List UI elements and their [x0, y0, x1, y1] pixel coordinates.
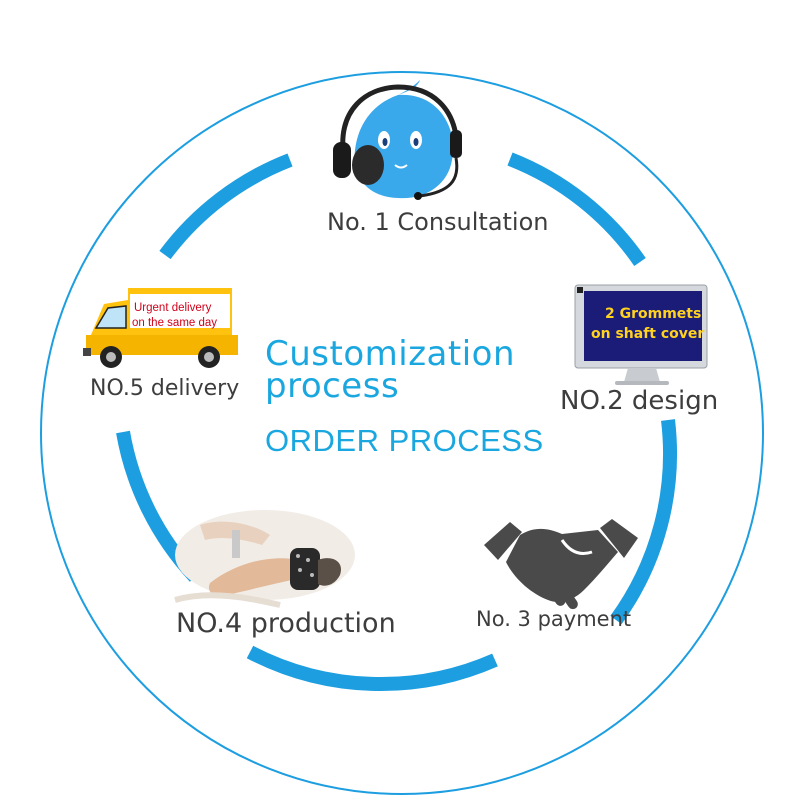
diagram-subtitle: ORDER PROCESS [265, 423, 544, 458]
truck-sign-line-2: on the same day [132, 317, 218, 329]
arc-segment-right [610, 419, 677, 625]
title-line-2: process [265, 366, 400, 406]
sewing-hands-image [174, 510, 355, 608]
arc-segment-top-left [159, 153, 293, 260]
delivery-truck-icon [83, 288, 238, 368]
step-1-label: No. 1 Consultation [327, 208, 549, 236]
arc-segment-bottom [246, 645, 498, 692]
headset-mascot-icon [333, 80, 462, 200]
title-line-1: Customization [265, 334, 516, 374]
monitor-icon [574, 284, 708, 385]
diagram-title: Customization process [265, 334, 516, 406]
handshake-icon [484, 519, 638, 610]
step-5-label: NO.5 delivery [90, 376, 240, 401]
inner-arc-segments [116, 152, 677, 692]
arc-segment-top-right [507, 152, 646, 266]
step-2-label: NO.2 design [560, 386, 719, 416]
monitor-screen-line-1: 2 Grommets [605, 306, 702, 322]
truck-sign-line-1: Urgent delivery [134, 302, 212, 314]
step-4-label: NO.4 production [176, 608, 396, 639]
outer-ring [40, 71, 764, 795]
monitor-screen-line-2: on shaft cover [591, 326, 705, 342]
step-3-label: No. 3 payment [476, 607, 632, 631]
